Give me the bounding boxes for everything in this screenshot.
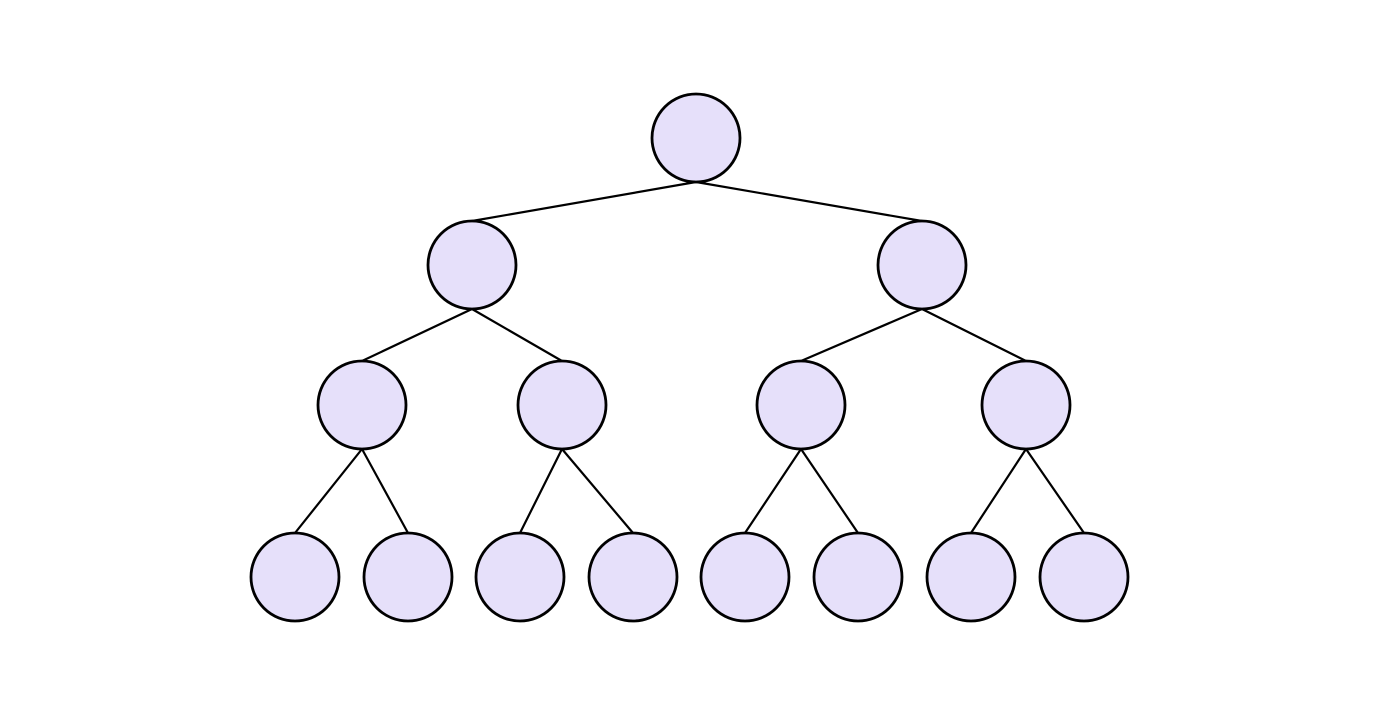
tree-edge-l2-2-l3-4 <box>743 447 803 535</box>
tree-edge-l2-0-l3-1 <box>360 447 410 535</box>
tree-node-root <box>650 92 742 184</box>
tree-edge-l1-0-l2-0 <box>360 307 474 363</box>
tree-node-l2-3 <box>980 359 1072 451</box>
tree-edge-l2-1-l3-3 <box>560 447 635 535</box>
tree-edge-l2-3-l3-6 <box>969 447 1028 535</box>
tree-node-l1-0 <box>426 219 518 311</box>
tree-edge-root-l1-0 <box>470 180 698 223</box>
tree-node-l3-1 <box>362 531 454 623</box>
tree-edge-l1-0-l2-1 <box>470 307 564 363</box>
tree-edge-l1-1-l2-3 <box>920 307 1028 363</box>
tree-edge-l2-1-l3-2 <box>518 447 564 535</box>
tree-node-l3-4 <box>699 531 791 623</box>
tree-node-l3-0 <box>249 531 341 623</box>
tree-edge-root-l1-1 <box>694 180 924 223</box>
tree-node-l3-2 <box>474 531 566 623</box>
tree-node-l2-0 <box>316 359 408 451</box>
tree-edge-l1-1-l2-2 <box>799 307 924 363</box>
tree-node-l3-6 <box>925 531 1017 623</box>
tree-node-l1-1 <box>876 219 968 311</box>
tree-node-l3-3 <box>587 531 679 623</box>
tree-edge-l2-0-l3-0 <box>293 447 364 535</box>
tree-node-l3-7 <box>1038 531 1130 623</box>
tree-node-l2-2 <box>755 359 847 451</box>
tree-node-l2-1 <box>516 359 608 451</box>
tree-edge-l2-2-l3-5 <box>799 447 860 535</box>
tree-edge-l2-3-l3-7 <box>1024 447 1086 535</box>
tree-node-l3-5 <box>812 531 904 623</box>
